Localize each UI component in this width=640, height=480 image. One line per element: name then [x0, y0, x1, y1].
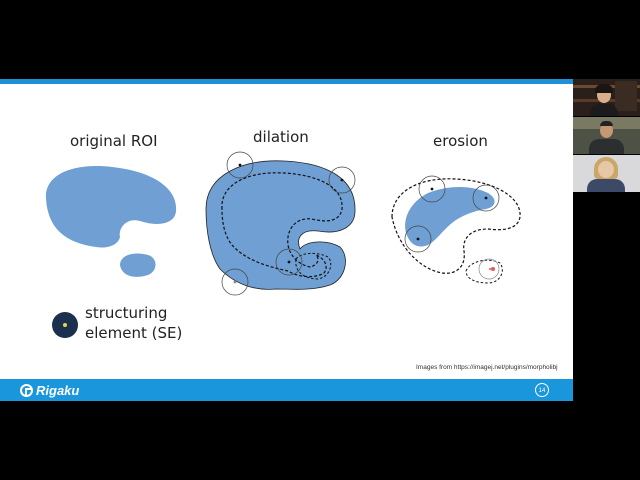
- erosion-shape: [391, 175, 521, 284]
- slide-page-number: 14: [535, 383, 549, 397]
- participant-body: [587, 179, 625, 192]
- morphology-figure: [45, 151, 521, 296]
- slide-header-bar: [0, 79, 573, 84]
- participant-body: [590, 104, 618, 116]
- video-tile-participant-2[interactable]: [573, 117, 640, 154]
- participant-body: [589, 139, 624, 154]
- participant-face: [600, 123, 613, 138]
- video-tile-participant-3[interactable]: [573, 155, 640, 192]
- slide-footer-bar: Rigaku 14: [0, 379, 573, 401]
- rigaku-logo-text: Rigaku: [36, 382, 80, 398]
- participant-video-strip: [573, 79, 640, 193]
- se-label-line2: element (SE): [85, 324, 183, 342]
- label-dilation: dilation: [253, 128, 309, 146]
- presentation-slide: original ROI dilation erosion: [0, 79, 573, 401]
- shelf-books: [615, 81, 637, 111]
- rigaku-logo-icon: [20, 383, 33, 397]
- participant-hair: [600, 121, 613, 126]
- se-label: structuring element (SE): [85, 303, 182, 343]
- se-label-line1: structuring: [85, 304, 168, 322]
- dilation-shape: [205, 151, 356, 296]
- rigaku-logo: Rigaku: [20, 382, 79, 398]
- original-roi-shape: [45, 166, 177, 277]
- label-original-roi: original ROI: [70, 132, 158, 150]
- participant-hair: [595, 84, 613, 93]
- label-erosion: erosion: [433, 132, 488, 150]
- structuring-element-dot: [52, 312, 78, 338]
- participant-face-front: [598, 161, 614, 178]
- video-tile-participant-1[interactable]: [573, 79, 640, 116]
- image-credit: Images from https://imagej.net/plugins/m…: [416, 364, 558, 371]
